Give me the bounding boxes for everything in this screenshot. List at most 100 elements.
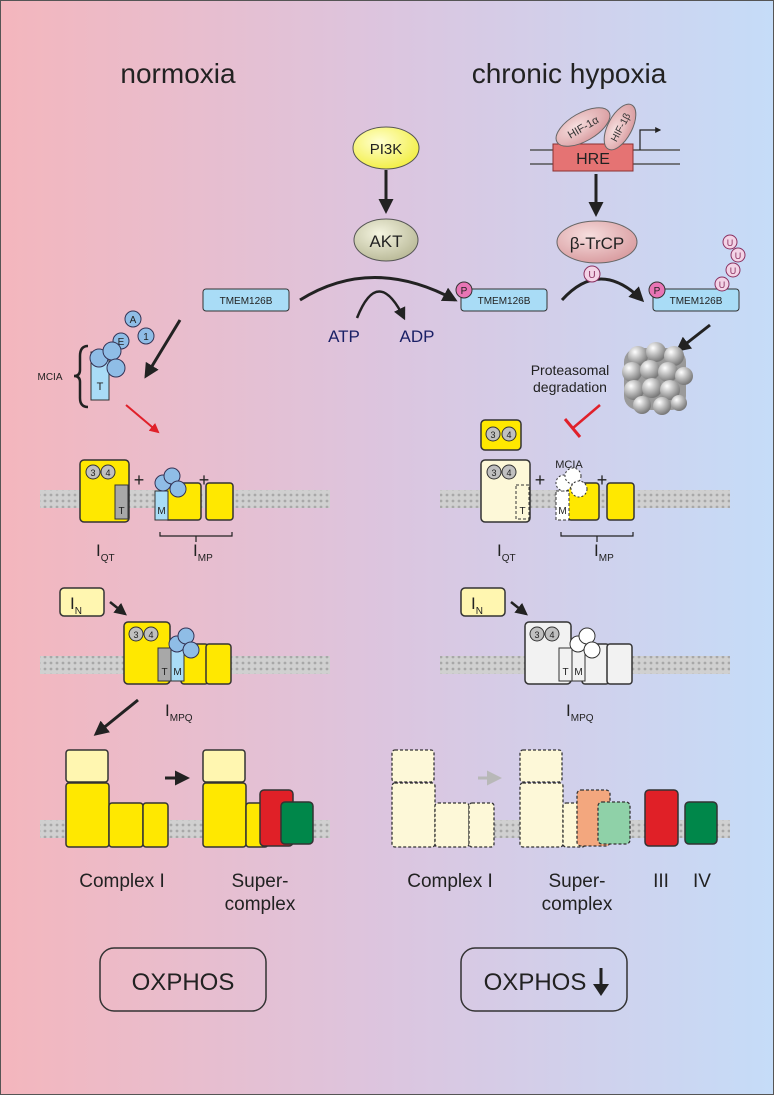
iqt-label-right: IQT [497, 541, 516, 564]
hre-box [552, 143, 634, 172]
complex-i-q-module-left [65, 782, 110, 848]
phospho-tmem126b-label: TMEM126B [478, 296, 531, 307]
tmem126b-label: TMEM126B [220, 296, 273, 307]
iqt-q-subunit-4-right [501, 426, 517, 442]
hif1b-node: HIF-1β [603, 103, 637, 151]
down-arrow-icon [593, 968, 609, 996]
impq-subunit-3-left-label: 3 [133, 630, 138, 640]
inhibition-line [572, 404, 601, 429]
mcia-subunit-a-label: A [130, 315, 137, 326]
mcia-sphere-2 [102, 341, 122, 361]
btrcp-label: β-TrCP [570, 234, 624, 253]
mcia-subunit-1 [137, 327, 155, 345]
iqt-subunit-3-left [85, 464, 101, 480]
impq-subunit-4-left [143, 626, 159, 642]
impq-p-module-left-b [205, 643, 232, 685]
iqt-q-subunit-4-right-label: 4 [506, 430, 511, 440]
tmem126b-box [202, 288, 290, 312]
in-label-left: IN [70, 594, 82, 617]
iqt-tmem-t-left-label: T [118, 506, 124, 517]
ubiquitination-arrow [560, 277, 645, 303]
hre-label: HRE [576, 151, 610, 168]
iqt-subunit-3-left-label: 3 [90, 468, 95, 478]
impq-label-left: IMPQ [165, 701, 193, 724]
complex-i-label-right: Complex I [407, 871, 493, 892]
btrcp-node [556, 220, 638, 264]
inhibition-bar [563, 418, 582, 438]
phospho-label: P [461, 286, 468, 297]
plus-left-2: + [199, 470, 210, 490]
phospho-group [455, 281, 473, 299]
pi3k-node [352, 126, 420, 170]
supercomplex-label-right-2: complex [542, 894, 613, 915]
ubiquitin-4 [722, 234, 738, 250]
impq-subunit-4-left-label: 4 [148, 630, 153, 640]
ubiquitin-3-label: U [735, 251, 742, 261]
impq-tmem-m-left-label: M [173, 667, 181, 678]
ubiquitin-2-label: U [730, 266, 737, 276]
mcia-subunit-1-label: 1 [143, 332, 149, 343]
impq-subunit-4-right-label: 4 [549, 630, 554, 640]
atp-label: ATP [328, 327, 360, 346]
impq-tmem-m-right-label: M [574, 667, 582, 678]
iqt-tmem-t-right-missing [515, 484, 530, 520]
transcription-start-arrow [639, 127, 662, 150]
super-q-module-left [202, 782, 247, 848]
supercomplex-label-right-1: Super- [548, 871, 605, 892]
impq-mcia-sphere-3 [182, 641, 200, 659]
phospho-tmem126b-box [460, 288, 548, 312]
iqt-subunit-4-left [100, 464, 116, 480]
supercomplex-label-left-2: complex [225, 894, 296, 915]
complex-iii-label: III [653, 871, 669, 892]
oxphos-box-left [99, 947, 267, 1012]
mcia-brace-label: MCIA [38, 372, 63, 383]
impq-mcia-ghost-3 [583, 641, 601, 659]
in-arrow-right [510, 601, 528, 616]
iqt-label-left: IQT [96, 541, 115, 564]
plus-right-2: + [597, 470, 608, 490]
imp-tmem-m-left-label: M [157, 506, 165, 517]
mcia-sphere-3 [106, 358, 126, 378]
impq-label-right: IMPQ [566, 701, 594, 724]
complex-i-q-module-right [391, 782, 436, 848]
complex-iv-label: IV [693, 871, 711, 892]
super-complex-iv-left [280, 801, 314, 845]
complex-i-p-module-right-a [434, 802, 470, 848]
mcia-brace [73, 344, 89, 409]
complex-iii-free [644, 789, 679, 847]
iqt-q-subunit-3-right-label: 3 [490, 430, 495, 440]
imp-mcia-sphere-3 [169, 480, 187, 498]
akt-node [353, 218, 419, 262]
super-n-module-left [202, 749, 246, 783]
imp-label-left: IMP [193, 541, 213, 564]
ubiquitin-free-label: U [588, 270, 595, 281]
iqt-tmem-t-left [114, 484, 129, 520]
imp-label-right: IMP [594, 541, 614, 564]
proteasome-label-line1: Proteasomal [531, 362, 610, 378]
super-complex-iv-right-faded [597, 801, 631, 845]
in-module-right [460, 587, 506, 617]
ubiquitin-4-label: U [727, 238, 734, 248]
mcia-tmem-t-label: T [97, 381, 104, 393]
iqt-subunit-3-right [486, 464, 502, 480]
mcia-subunit-e-label: E [118, 337, 125, 348]
in-label-right: IN [471, 594, 483, 617]
to-proteasome-arrow [675, 323, 711, 352]
imp-module-left-b [205, 482, 234, 521]
imp-mcia-missing-3 [570, 480, 588, 498]
ubiquitin-1-label: U [719, 280, 726, 290]
iqt-tmem-t-right-label: T [519, 506, 525, 517]
super-n-module-right [519, 749, 563, 783]
imp-tmem-m-right-label: M [558, 506, 566, 517]
oxphos-label-left: OXPHOS [132, 969, 235, 996]
ubiquitin-free [583, 265, 601, 283]
ub-phospho-group [648, 281, 666, 299]
complex-i-label-left: Complex I [79, 871, 165, 892]
iqt-subunit-3-right-label: 3 [491, 468, 496, 478]
oxphos-box-right [460, 947, 628, 1012]
impq-p-module-right-b [606, 643, 633, 685]
heading-normoxia: normoxia [120, 58, 236, 89]
impq-tmem-t-left-label: T [161, 667, 167, 678]
oxphos-label-right: OXPHOS [484, 969, 587, 996]
